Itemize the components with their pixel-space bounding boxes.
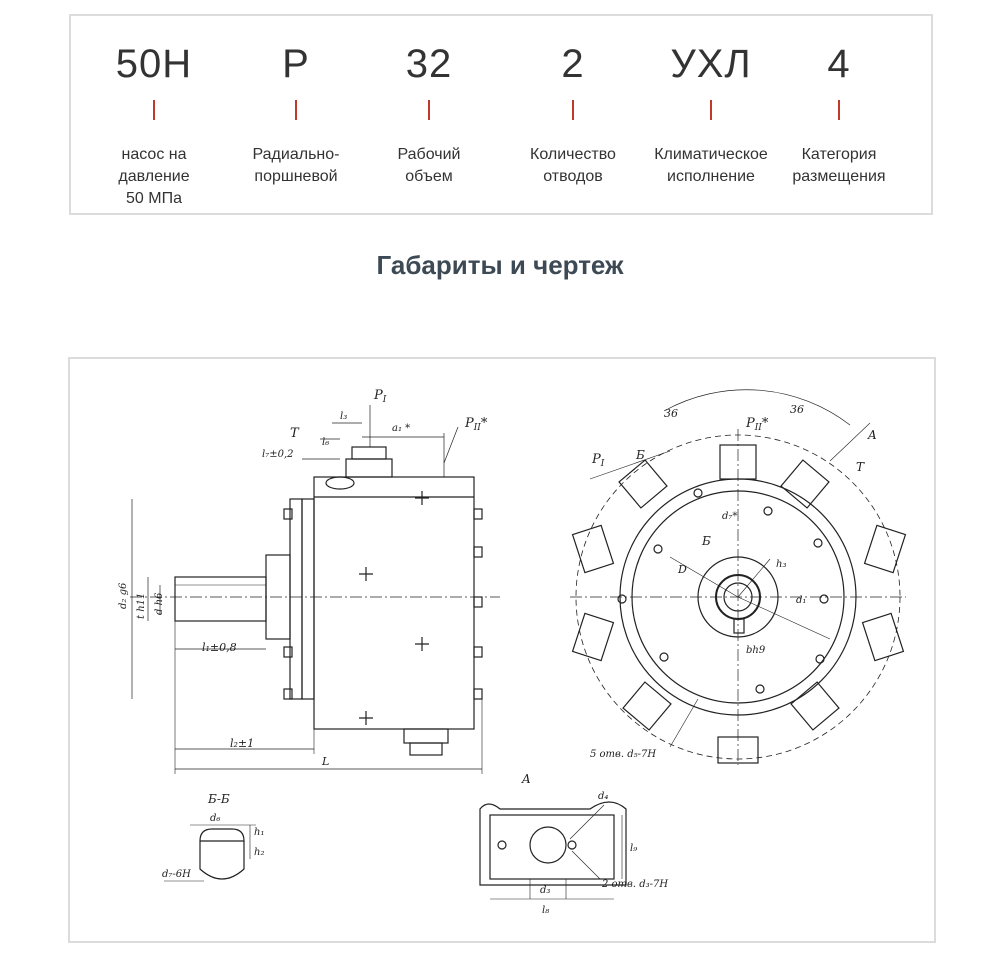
label-dim36-left: 36 bbox=[664, 407, 678, 420]
label-pii: PII* bbox=[464, 416, 488, 433]
code-tick bbox=[838, 100, 840, 120]
label-th11: t h11 bbox=[136, 593, 147, 619]
label-d4: d₄ bbox=[598, 791, 608, 802]
label-section-a: A bbox=[867, 428, 877, 442]
code-tick bbox=[295, 100, 297, 120]
label-t: T bbox=[290, 426, 300, 441]
label-p1-front: PI bbox=[591, 452, 605, 469]
code-value: Р bbox=[282, 42, 310, 86]
label-p1: PI bbox=[373, 388, 387, 405]
label-l6: l₆ bbox=[322, 437, 329, 448]
radial-fittings bbox=[571, 444, 907, 764]
label-h1: h₁ bbox=[254, 827, 264, 838]
pump-body bbox=[313, 476, 475, 730]
technical-drawing: PI PII* T l₃ l₆ a₁ * l₇±0,2 d₂ g6 t h11 … bbox=[68, 357, 936, 943]
section-title: Габариты и чертеж bbox=[376, 250, 624, 280]
label-l7: l₇±0,2 bbox=[262, 449, 294, 460]
label-l3: l₃ bbox=[340, 411, 347, 422]
code-value: 2 bbox=[561, 42, 585, 86]
label-D: D bbox=[677, 563, 687, 576]
label-d1: d₁ bbox=[796, 595, 806, 606]
label-dh6: d h6 bbox=[154, 592, 165, 615]
label-pii-front: PII* bbox=[745, 416, 769, 433]
label-d3: d₃ bbox=[540, 885, 550, 896]
label-l2: l₂±1 bbox=[230, 737, 254, 750]
label-l1: l₁±0,8 bbox=[202, 641, 237, 654]
code-value: 4 bbox=[827, 42, 851, 86]
label-d2g6: d₂ g6 bbox=[118, 582, 129, 609]
code-value: 32 bbox=[405, 42, 453, 86]
label-d7: d₇* bbox=[722, 511, 737, 522]
label-holes2: 2 отв. d₃-7H bbox=[601, 879, 668, 890]
code-tick bbox=[428, 100, 430, 120]
label-b-top: Б bbox=[635, 448, 645, 462]
code-value: 50Н bbox=[115, 42, 193, 86]
label-d7-6h: d₇-6H bbox=[162, 869, 191, 880]
label-h2: h₂ bbox=[254, 847, 264, 858]
label-bh9: bh9 bbox=[746, 645, 766, 656]
label-t-front: T bbox=[856, 460, 865, 474]
code-description: Радиально-поршневой bbox=[252, 146, 340, 185]
label-d6: d₆ bbox=[210, 813, 220, 824]
label-dim36-right: 36 bbox=[790, 403, 804, 416]
code-tick bbox=[710, 100, 712, 120]
code-tick bbox=[153, 100, 155, 120]
label-h3: h₃ bbox=[776, 559, 786, 570]
label-L: L bbox=[321, 755, 329, 768]
code-tick bbox=[572, 100, 574, 120]
drawing-svg: PI PII* T l₃ l₆ a₁ * l₇±0,2 d₂ g6 t h11 … bbox=[118, 388, 907, 916]
label-section-bb: Б-Б bbox=[207, 792, 230, 806]
label-a1: a₁ * bbox=[392, 423, 410, 434]
label-l8: l₈ bbox=[542, 905, 549, 916]
label-view-a: A bbox=[521, 772, 531, 786]
label-holes5: 5 отв. d₅-7H bbox=[590, 749, 656, 760]
label-l9: l₉ bbox=[630, 843, 637, 854]
label-b-mid: Б bbox=[701, 534, 711, 548]
code-value: УХЛ bbox=[670, 42, 752, 86]
